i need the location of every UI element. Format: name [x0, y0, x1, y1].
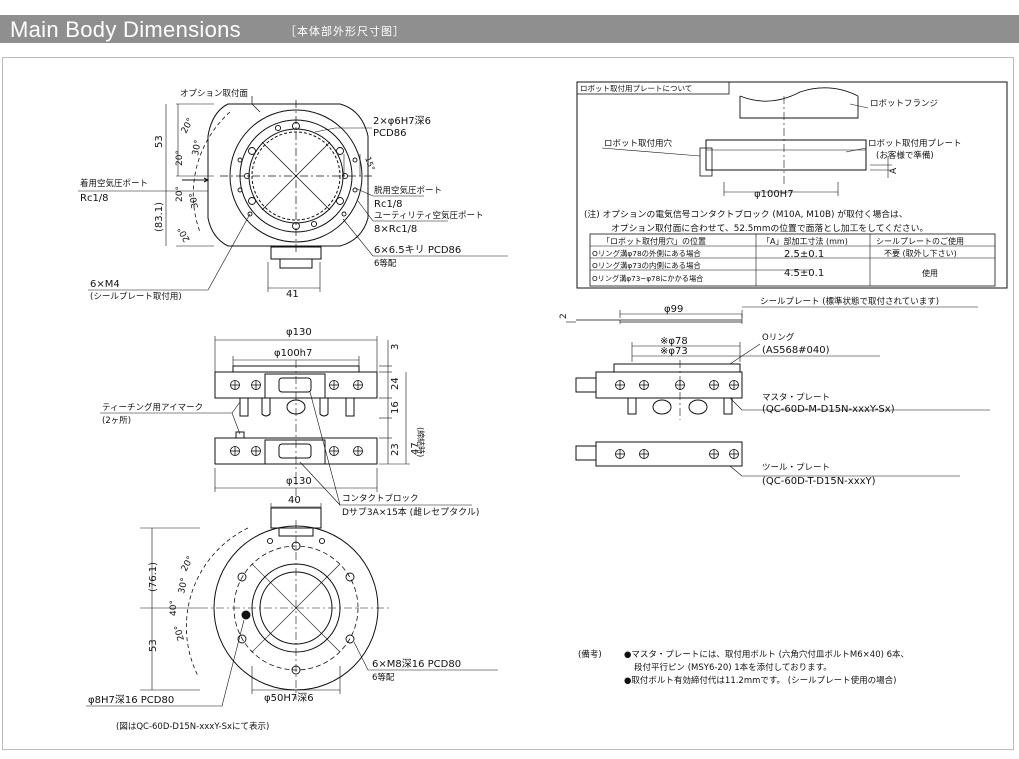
detach-port-size: Rc1/8: [374, 199, 403, 210]
attach-port-label: 着用空気圧ポート: [80, 178, 148, 189]
dim-53-top: 53: [154, 135, 165, 148]
m4-label: 6×M4: [90, 279, 120, 290]
tool-plate-code: (QC-60D-T-D15N-xxxY): [762, 476, 876, 487]
table-cell: 4.5±0.1: [784, 268, 824, 279]
angle-20-bottom: 20°: [180, 555, 196, 574]
table-cell: Oリング溝φ73の内側にある場合: [592, 261, 701, 270]
angle-20c: 20°: [175, 186, 185, 202]
master-plate-code: (QC-60D-M-D15N-xxxY-Sx): [762, 404, 895, 415]
dim-d73: ※φ73: [660, 346, 688, 357]
contact-block-label: コンタクトブロック: [342, 493, 419, 504]
dim-16: 16: [390, 401, 401, 414]
dim-d78: ※φ78: [660, 336, 688, 347]
section-title: Main Body Dimensions: [10, 17, 241, 42]
dim-40: 40: [288, 495, 301, 506]
table-cell: 使用: [922, 268, 938, 278]
dim-24: 24: [390, 377, 401, 390]
notes: (備考) ●マスタ・プレートには、取付用ボルト (六角穴付皿ボルトM6×40) …: [578, 649, 909, 686]
bottom-view: 40 (76.1) 53 20° 30° 40° 20° φ8H7深16 PCD…: [86, 495, 498, 732]
label-a: A: [889, 167, 899, 174]
pcd-top-label: PCD86: [373, 128, 406, 139]
teaching-mark-count: (2ヶ所): [102, 415, 131, 426]
dim-47: 47: [410, 442, 421, 455]
robot-plate-label: ロボット取付用プレート: [868, 138, 962, 149]
d50-label: φ50H7深6: [264, 692, 314, 704]
seal-plate-label: シールプレート (標準状態で取付されています): [760, 296, 939, 307]
pin-hole-label: φ8H7深16 PCD80: [88, 694, 174, 706]
utility-port-size: 8×Rc1/8: [374, 224, 417, 235]
robot-hole-label: ロボット取付用穴: [604, 138, 673, 149]
tool-plate-label: ツール・プレート: [762, 463, 830, 473]
dim-d99: φ99: [664, 304, 683, 315]
attach-port-size: Rc1/8: [80, 193, 109, 204]
plate-note-1: (注) オプションの電気信号コンタクトブロック (M10A, M10B) が取付…: [584, 208, 908, 220]
angle-20a: 20°: [180, 117, 196, 136]
dim-23: 23: [390, 443, 401, 456]
dim-2: 2: [559, 313, 569, 319]
plate-note-2: オプション取付面に合わせて、52.5mmの位置で面落とし加工をしてください。: [611, 222, 928, 234]
angle-20b: 20°: [175, 150, 185, 166]
equal-6-top: 6等配: [374, 258, 397, 269]
robot-flange-label: ロボットフランジ: [870, 99, 938, 109]
customer-prep-label: (お客様で準備): [876, 150, 934, 161]
plate-d100h7: φ100H7: [754, 189, 794, 200]
utility-port-label: ユーティリティ空気圧ポート: [374, 210, 483, 221]
plate-info-box: ロボット取付用プレートについて ロボットフランジ ロボット取付用穴 ロボット取付…: [576, 81, 1008, 289]
table-header-position: 「ロボット取付用穴」の位置: [602, 236, 706, 246]
dim-41: 41: [286, 289, 299, 300]
dim-d100h7: φ100h7: [274, 348, 312, 359]
side-view: φ130 φ100h7 3 24 16 23 47 (締結時) ティーチング用ア…: [100, 327, 479, 518]
angle-30-bottom: 30°: [177, 577, 190, 595]
dim-76: (76.1): [148, 562, 159, 592]
master-plate-label: マスタ・プレート: [762, 393, 830, 403]
detach-port-label: 脱用空気圧ポート: [374, 185, 442, 196]
teaching-mark-label: ティーチング用アイマーク: [102, 402, 203, 413]
dim-d130-bottom: φ130: [286, 476, 312, 487]
top-view: オプション取付面 2×φ6H7深6 PCD86 53 (83.1) 20° 30…: [78, 88, 508, 302]
right-side-views: 2 φ99 シールプレート (標準状態で取付されています) ※φ78 ※φ73 …: [559, 296, 990, 487]
o-ring-code: (AS568#040): [762, 345, 830, 356]
table-cell: 2.5±0.1: [784, 249, 824, 260]
table-header-dim: 「A」部加工寸法 (mm): [762, 236, 848, 246]
note-line-3: ●取付ボルト有効締付代は11.2mmです。 (シールプレート使用の場合): [624, 675, 896, 686]
dim-d130-top: φ130: [286, 327, 312, 338]
equal-6-bottom: 6等配: [372, 672, 395, 683]
pin-holes-label: 2×φ6H7深6: [373, 115, 431, 127]
dim-53-bottom: 53: [148, 639, 159, 652]
notes-label: (備考): [578, 649, 602, 660]
table-cell: Oリング溝φ73~φ78にかかる場合: [592, 274, 703, 283]
table-cell: Oリング溝φ78の外側にある場合: [592, 249, 701, 258]
drawing-panel: [2, 57, 1014, 750]
section-header: Main Body Dimensions ［本体部外形尺寸图］: [0, 15, 1019, 43]
dim-3: 3: [390, 344, 401, 350]
angle-30a: 30°: [191, 139, 204, 156]
angle-15: 15°: [363, 156, 376, 172]
plate-box-title: ロボット取付用プレートについて: [580, 83, 692, 93]
section-subtitle: ［本体部外形尺寸图］: [285, 25, 405, 38]
mount-holes-label: 6×6.5キリ PCD86: [374, 245, 461, 256]
dim-83-label: (83.1): [154, 202, 165, 232]
note-line-1: ●マスタ・プレートには、取付用ボルト (六角穴付皿ボルトM6×40) 6本、: [624, 649, 909, 660]
figure-caption: (図はQC-60D-D15N-xxxY-Sxにて表示): [116, 721, 269, 732]
angle-30b: 30°: [188, 192, 201, 209]
table-header-seal: シールプレートのご使用: [876, 236, 964, 246]
angle-20d: 20°: [176, 225, 192, 244]
option-mount-face-label: オプション取付面: [180, 88, 249, 99]
m8-screws-label: 6×M8深16 PCD80: [372, 658, 461, 670]
angle-40-bottom: 40°: [169, 600, 179, 616]
locked-note: (締結時): [416, 427, 426, 457]
dsub-label: Dサブ3A×15本 (雌レセプタクル): [342, 506, 479, 518]
o-ring-label: Oリング: [762, 332, 795, 343]
m4-note: (シールプレート取付用): [90, 291, 182, 302]
note-line-2: 段付平行ピン (MSY6-20) 1本を添付しております。: [634, 662, 832, 673]
angle-20b-bottom: 20°: [173, 624, 187, 642]
table-cell: 不要 (取外し下さい): [884, 248, 957, 258]
